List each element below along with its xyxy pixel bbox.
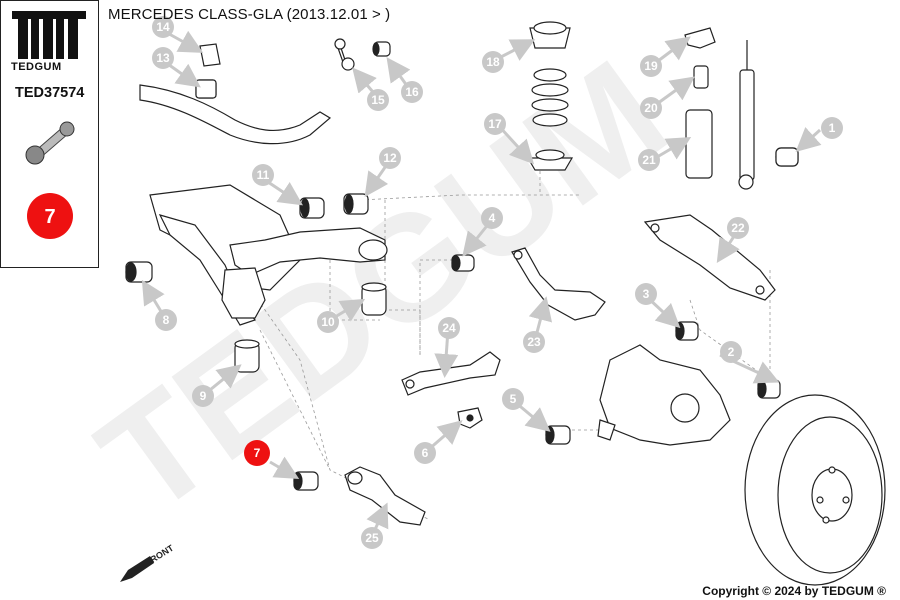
callout-7-selected: 7 (244, 440, 270, 466)
svg-text:2: 2 (728, 345, 735, 359)
callout-13: 13 (152, 47, 174, 69)
svg-text:22: 22 (731, 221, 745, 235)
bushing-5 (545, 425, 571, 445)
selected-number-badge: 7 (27, 193, 73, 239)
svg-text:5: 5 (510, 392, 517, 406)
svg-text:13: 13 (156, 51, 170, 65)
bushing-thumbnail (25, 121, 75, 165)
svg-text:25: 25 (365, 531, 379, 545)
callout-8: 8 (155, 309, 177, 331)
bushing-12 (343, 193, 369, 215)
svg-text:19: 19 (644, 59, 658, 73)
bushing-11 (299, 197, 325, 219)
control-arm-25 (344, 466, 426, 526)
bushing-14 (199, 43, 221, 67)
front-direction-arrow: FRONT (120, 543, 176, 582)
callout-17: 17 (484, 113, 506, 135)
svg-text:17: 17 (488, 117, 502, 131)
callout-markers: 1 2 3 4 5 6 7 8 9 10 11 12 13 14 15 16 1… (152, 16, 843, 549)
brand-name: TEDGUM (11, 61, 62, 73)
callout-21: 21 (638, 149, 660, 171)
callout-16: 16 (401, 81, 423, 103)
callout-20: 20 (640, 97, 662, 119)
bushing-16 (372, 41, 391, 57)
svg-text:1: 1 (829, 121, 836, 135)
svg-text:4: 4 (489, 211, 496, 225)
callout-arrows (141, 28, 822, 537)
lower-control-arm-22 (643, 214, 776, 301)
part-number: TED37574 (15, 85, 85, 101)
svg-text:8: 8 (163, 313, 170, 327)
svg-text:6: 6 (422, 446, 429, 460)
page-title: MERCEDES CLASS-GLA (2013.12.01 > ) (108, 6, 391, 23)
callout-10: 10 (317, 311, 339, 333)
callout-14: 14 (152, 16, 174, 38)
callout-9: 9 (192, 385, 214, 407)
bushing-8 (125, 261, 153, 283)
callout-12: 12 (379, 147, 401, 169)
svg-text:24: 24 (442, 321, 456, 335)
callout-15: 15 (367, 89, 389, 111)
bushing-9 (234, 339, 260, 373)
part-info-panel: TEDGUM TED37574 7 (0, 0, 99, 268)
bushings (125, 43, 799, 491)
svg-text:3: 3 (643, 287, 650, 301)
svg-text:7: 7 (254, 446, 261, 460)
bushing-1 (775, 147, 799, 167)
svg-text:10: 10 (321, 315, 335, 329)
wheel-knuckle (597, 344, 731, 446)
callout-19: 19 (640, 55, 662, 77)
svg-text:11: 11 (257, 168, 270, 182)
bushing-4 (451, 254, 475, 272)
svg-text:21: 21 (642, 153, 656, 167)
svg-text:14: 14 (156, 20, 170, 34)
wheel-tire (744, 394, 886, 586)
bushing-7 (293, 471, 319, 491)
callout-18: 18 (482, 51, 504, 73)
callout-22: 22 (727, 217, 749, 239)
copyright-text: Copyright © 2024 by TEDGUM ® (702, 584, 886, 598)
callout-3: 3 (635, 283, 657, 305)
callout-24: 24 (438, 317, 460, 339)
bushing-6 (457, 407, 483, 429)
bushing-2 (757, 379, 781, 399)
svg-text:18: 18 (486, 55, 500, 69)
callout-4: 4 (481, 207, 503, 229)
callout-6: 6 (414, 442, 436, 464)
stabilizer-bar (139, 79, 332, 145)
rear-subframe (149, 184, 388, 326)
svg-text:12: 12 (383, 151, 397, 165)
tedgum-logo (12, 11, 86, 59)
svg-text:9: 9 (200, 389, 207, 403)
front-label: FRONT (144, 543, 176, 568)
bushing-3 (675, 321, 699, 341)
callout-25: 25 (361, 527, 383, 549)
spring-assembly (526, 21, 574, 171)
callout-23: 23 (523, 331, 545, 353)
svg-text:16: 16 (405, 85, 419, 99)
svg-text:7: 7 (44, 206, 55, 228)
stabilizer-link (334, 38, 355, 71)
svg-text:20: 20 (644, 101, 658, 115)
callout-2: 2 (720, 341, 742, 363)
bushing-10 (361, 282, 387, 316)
svg-text:23: 23 (527, 335, 541, 349)
svg-text:15: 15 (371, 93, 385, 107)
callout-11: 11 (252, 164, 274, 186)
callout-1: 1 (821, 117, 843, 139)
bushing-13 (195, 79, 217, 99)
callout-5: 5 (502, 388, 524, 410)
